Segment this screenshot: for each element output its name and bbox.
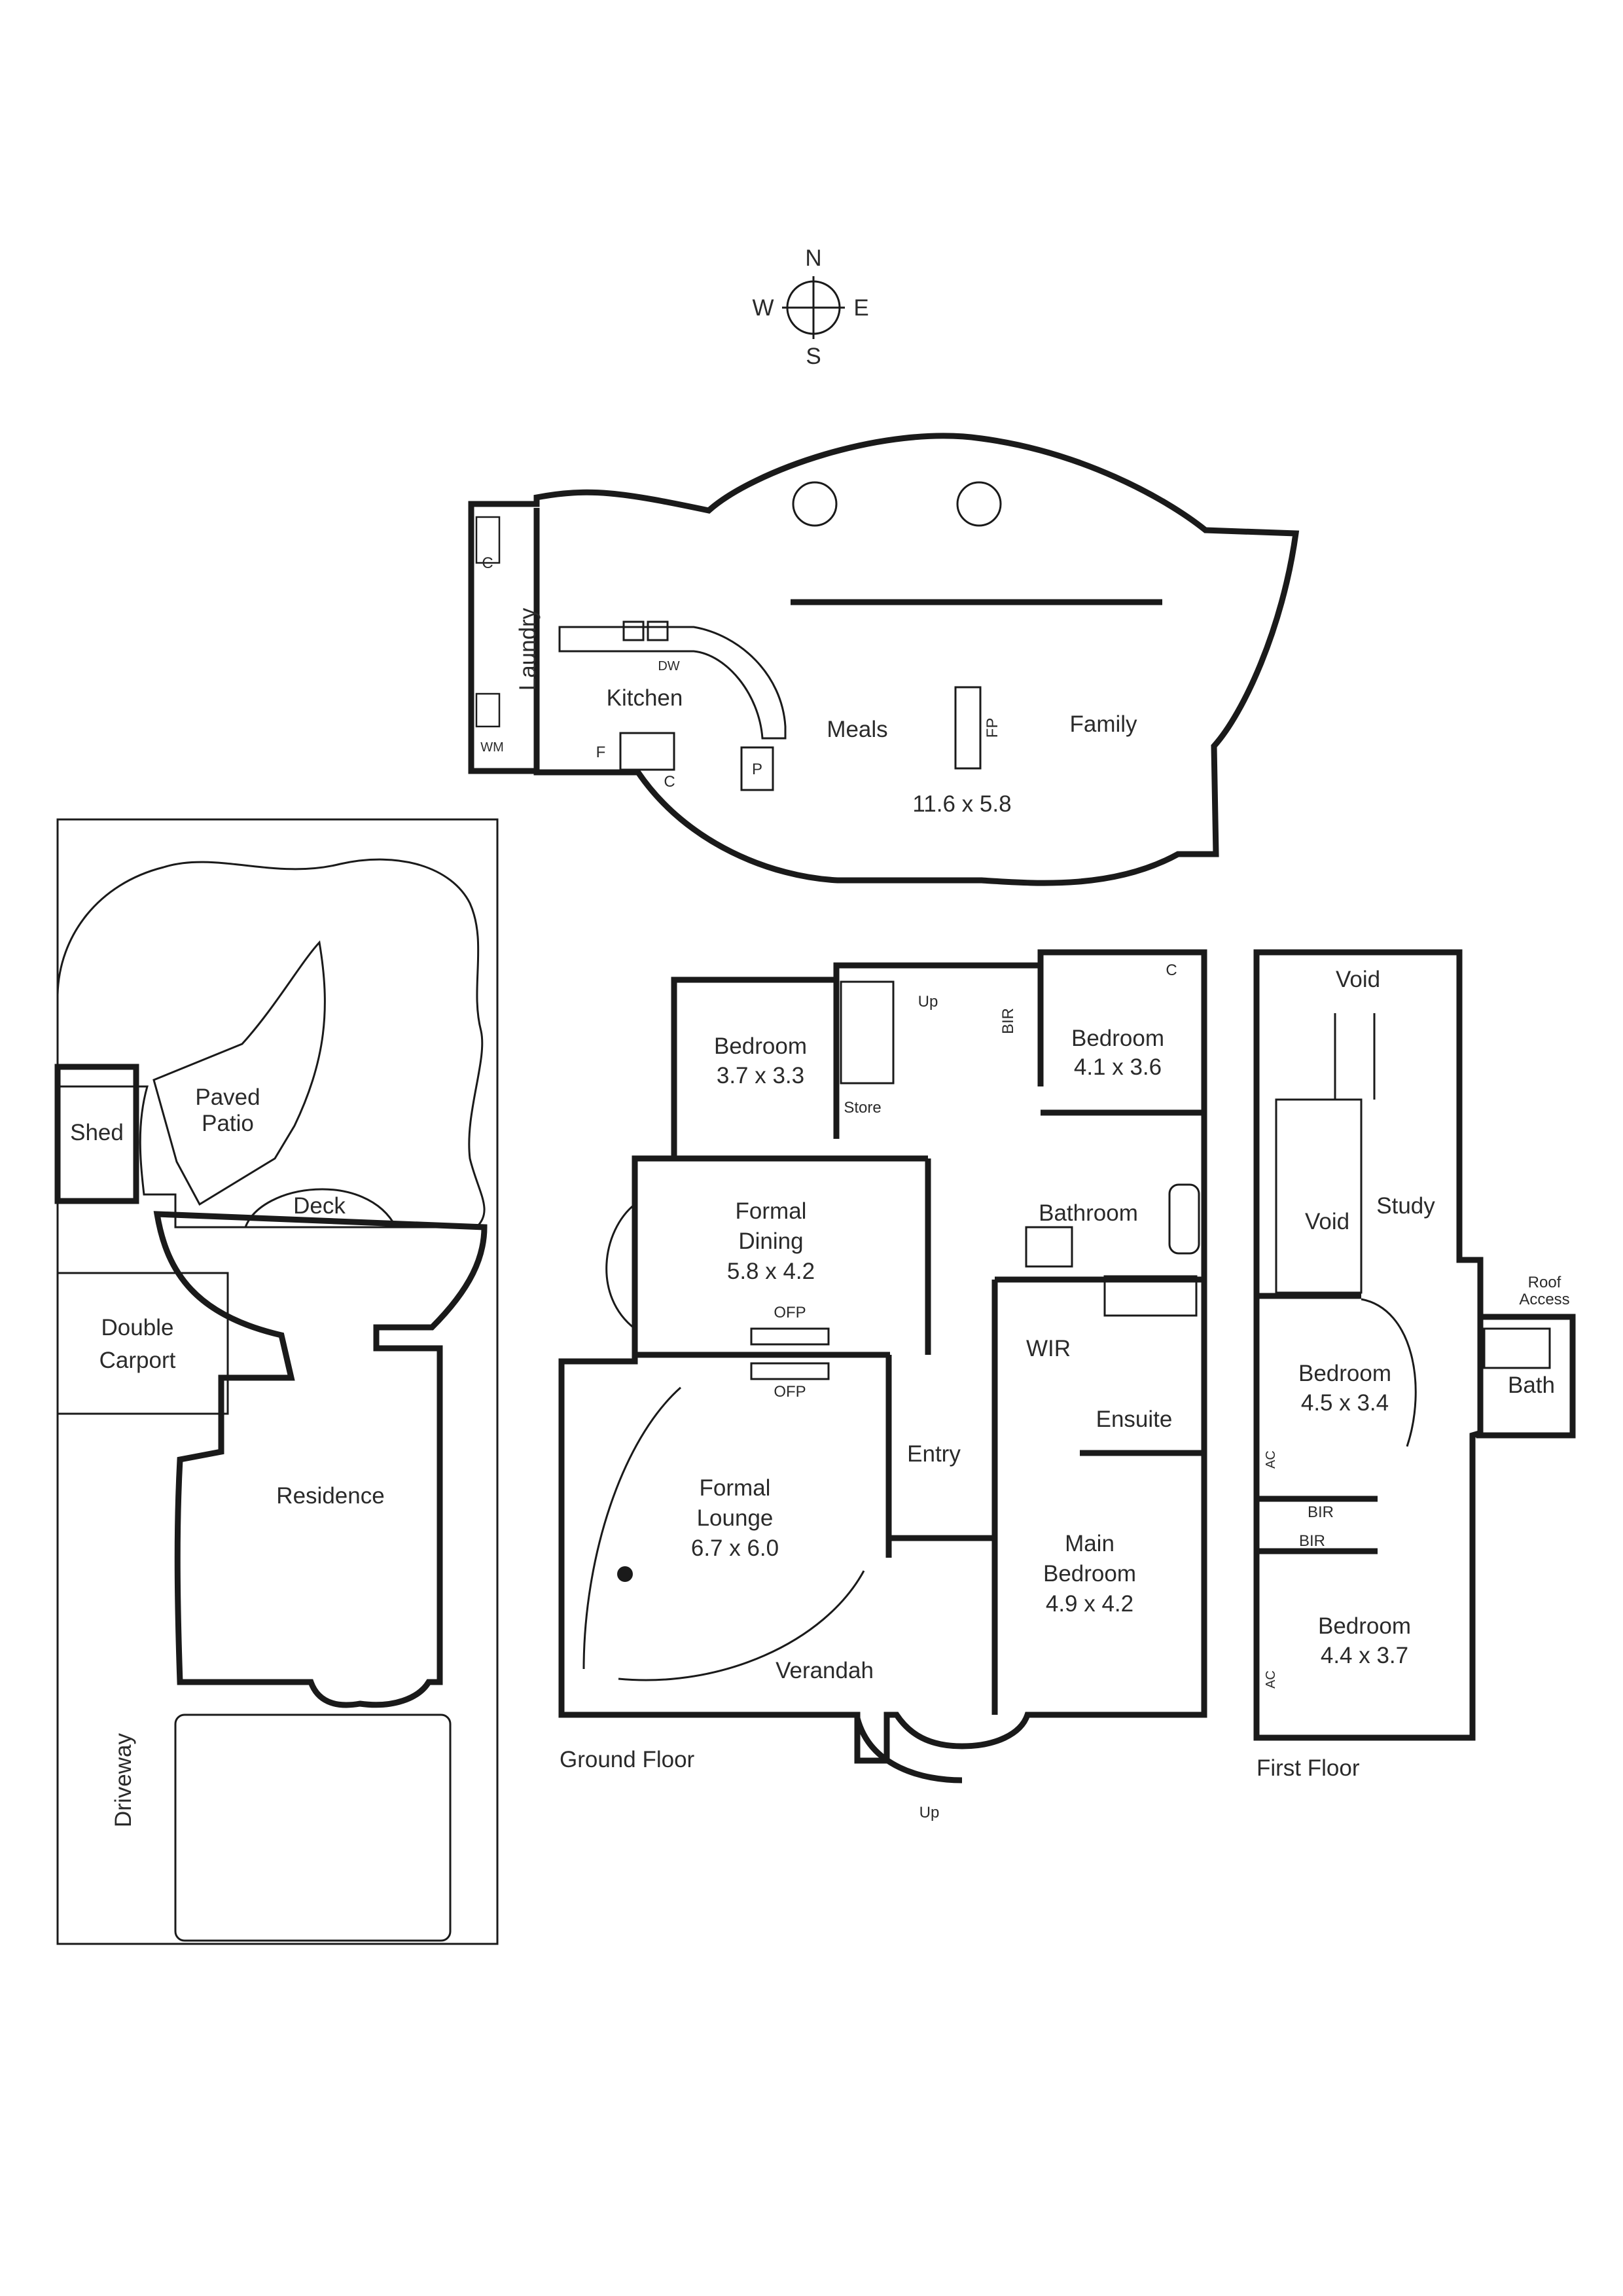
carport-label-2: Carport [99,1348,176,1373]
residence-footprint [153,1211,488,1708]
deck [243,1188,398,1229]
shed-label: Shed [70,1120,124,1145]
bathroom-label: Bathroom [1039,1200,1138,1226]
deck-label: Deck [293,1193,346,1219]
bedroom-a-label: Bedroom [714,1033,807,1059]
staircase [840,980,895,1085]
first-floor-stairs [1275,1098,1363,1294]
tree-icon [792,481,838,527]
formal-dining-label-2: Dining [738,1229,803,1254]
bedroom-a-dim: 3.7 x 3.3 [717,1063,804,1088]
formal-dining-label-1: Formal [736,1198,807,1224]
first-bedroom-b-dim: 4.4 x 3.7 [1321,1643,1408,1668]
fp-label: FP [984,718,1001,738]
sink-b [647,620,669,641]
store-label: Store [844,1099,881,1117]
ac-a-label: AC [1264,1450,1278,1469]
fireplace [954,686,982,770]
patio-label-2: Patio [202,1111,254,1136]
family-label: Family [1069,711,1137,737]
first-floor-caption: First Floor [1257,1755,1360,1781]
tree-icon [956,481,1002,527]
main-bedroom-label-1: Main [1065,1531,1115,1556]
kitchen-c-label: C [664,773,675,791]
compass-w: W [752,295,774,321]
garden-lawn [56,858,486,1229]
shed [54,1064,139,1204]
ensuite-label: Ensuite [1096,1407,1173,1432]
bath-label: Bath [1508,1372,1555,1398]
kitchen-label: Kitchen [607,685,683,711]
ground-floor: Laundry C WM Kitchen DW F C P Meals Fami… [468,433,1300,1821]
formal-lounge-label-2: Lounge [697,1505,774,1531]
kitchen-bench [558,626,787,740]
pantry [740,746,774,791]
front-garden-bed [174,1713,452,1942]
ground-floor-caption: Ground Floor [560,1747,695,1772]
bath-shower [1483,1327,1551,1369]
compass-rose: N S E W [752,245,868,369]
bedroom-b-dim: 4.1 x 3.6 [1074,1054,1162,1080]
open-fireplace-bottom [750,1362,830,1380]
study-label: Study [1376,1193,1435,1219]
first-floor: Void Void Study Roof Access Bedroom 4.5 … [1253,949,1576,1781]
first-floor-shell [1253,949,1576,1741]
meals-label: Meals [827,717,887,742]
laundry-c-label: C [482,554,493,572]
main-house-shell [558,949,1207,1764]
cooktop [619,732,675,771]
laundry-cupboard [475,516,501,564]
roof-access-label-1: Roof [1528,1274,1561,1291]
up-stairs-label: Up [918,993,938,1011]
f-label: F [596,744,606,761]
formal-lounge-dim: 6.7 x 6.0 [691,1535,779,1561]
formal-dining-dim: 5.8 x 4.2 [727,1259,815,1284]
bathtub [1168,1183,1200,1255]
dw-label: DW [658,659,679,673]
residence-label: Residence [276,1483,384,1509]
rear-living-shell [468,433,1300,886]
roof-access-label-2: Access [1519,1291,1569,1308]
up-front-label: Up [919,1804,940,1821]
sink-a [622,620,645,641]
ofp-bottom-label: OFP [774,1383,806,1401]
light-fixture [617,1566,633,1582]
ac-b-label: AC [1264,1670,1278,1689]
wir-label: WIR [1026,1336,1071,1361]
main-bedroom-dim: 4.9 x 4.2 [1046,1591,1133,1617]
entry-label: Entry [907,1441,961,1467]
open-fireplace-top [750,1327,830,1346]
compass-s: S [806,344,821,369]
driveway-label: Driveway [111,1733,136,1827]
site-plan: Shed Paved Patio Deck Double Carport Res… [54,818,499,1945]
verandah-label: Verandah [776,1658,874,1683]
patio-label-1: Paved [195,1085,260,1110]
bedroom-b-c-label: C [1166,961,1177,979]
void-top-label: Void [1336,967,1380,992]
washing-machine [475,692,501,728]
paved-patio [152,940,326,1206]
shower [1025,1226,1073,1268]
carport-label-1: Double [101,1315,174,1340]
compass-n: N [805,245,821,271]
double-carport [56,1272,229,1415]
meals-family-dim: 11.6 x 5.8 [912,791,1011,817]
ofp-top-label: OFP [774,1304,806,1321]
bir-a-label: BIR [1308,1503,1334,1521]
pantry-label: P [752,761,762,778]
compass-e: E [853,295,868,321]
bedroom-b-label: Bedroom [1071,1026,1164,1051]
first-bedroom-b-label: Bedroom [1318,1613,1411,1639]
laundry-label: Laundry [515,607,541,691]
void-stair-label: Void [1305,1209,1349,1234]
main-bedroom-label-2: Bedroom [1043,1561,1136,1587]
formal-lounge-label-1: Formal [700,1475,771,1501]
wm-label: WM [480,740,504,755]
ensuite-shower [1103,1275,1198,1317]
bir-b-label: BIR [1299,1532,1325,1550]
first-bedroom-a-dim: 4.5 x 3.4 [1301,1390,1389,1416]
bir-label: BIR [999,1008,1017,1034]
first-bedroom-a-label: Bedroom [1298,1361,1391,1386]
